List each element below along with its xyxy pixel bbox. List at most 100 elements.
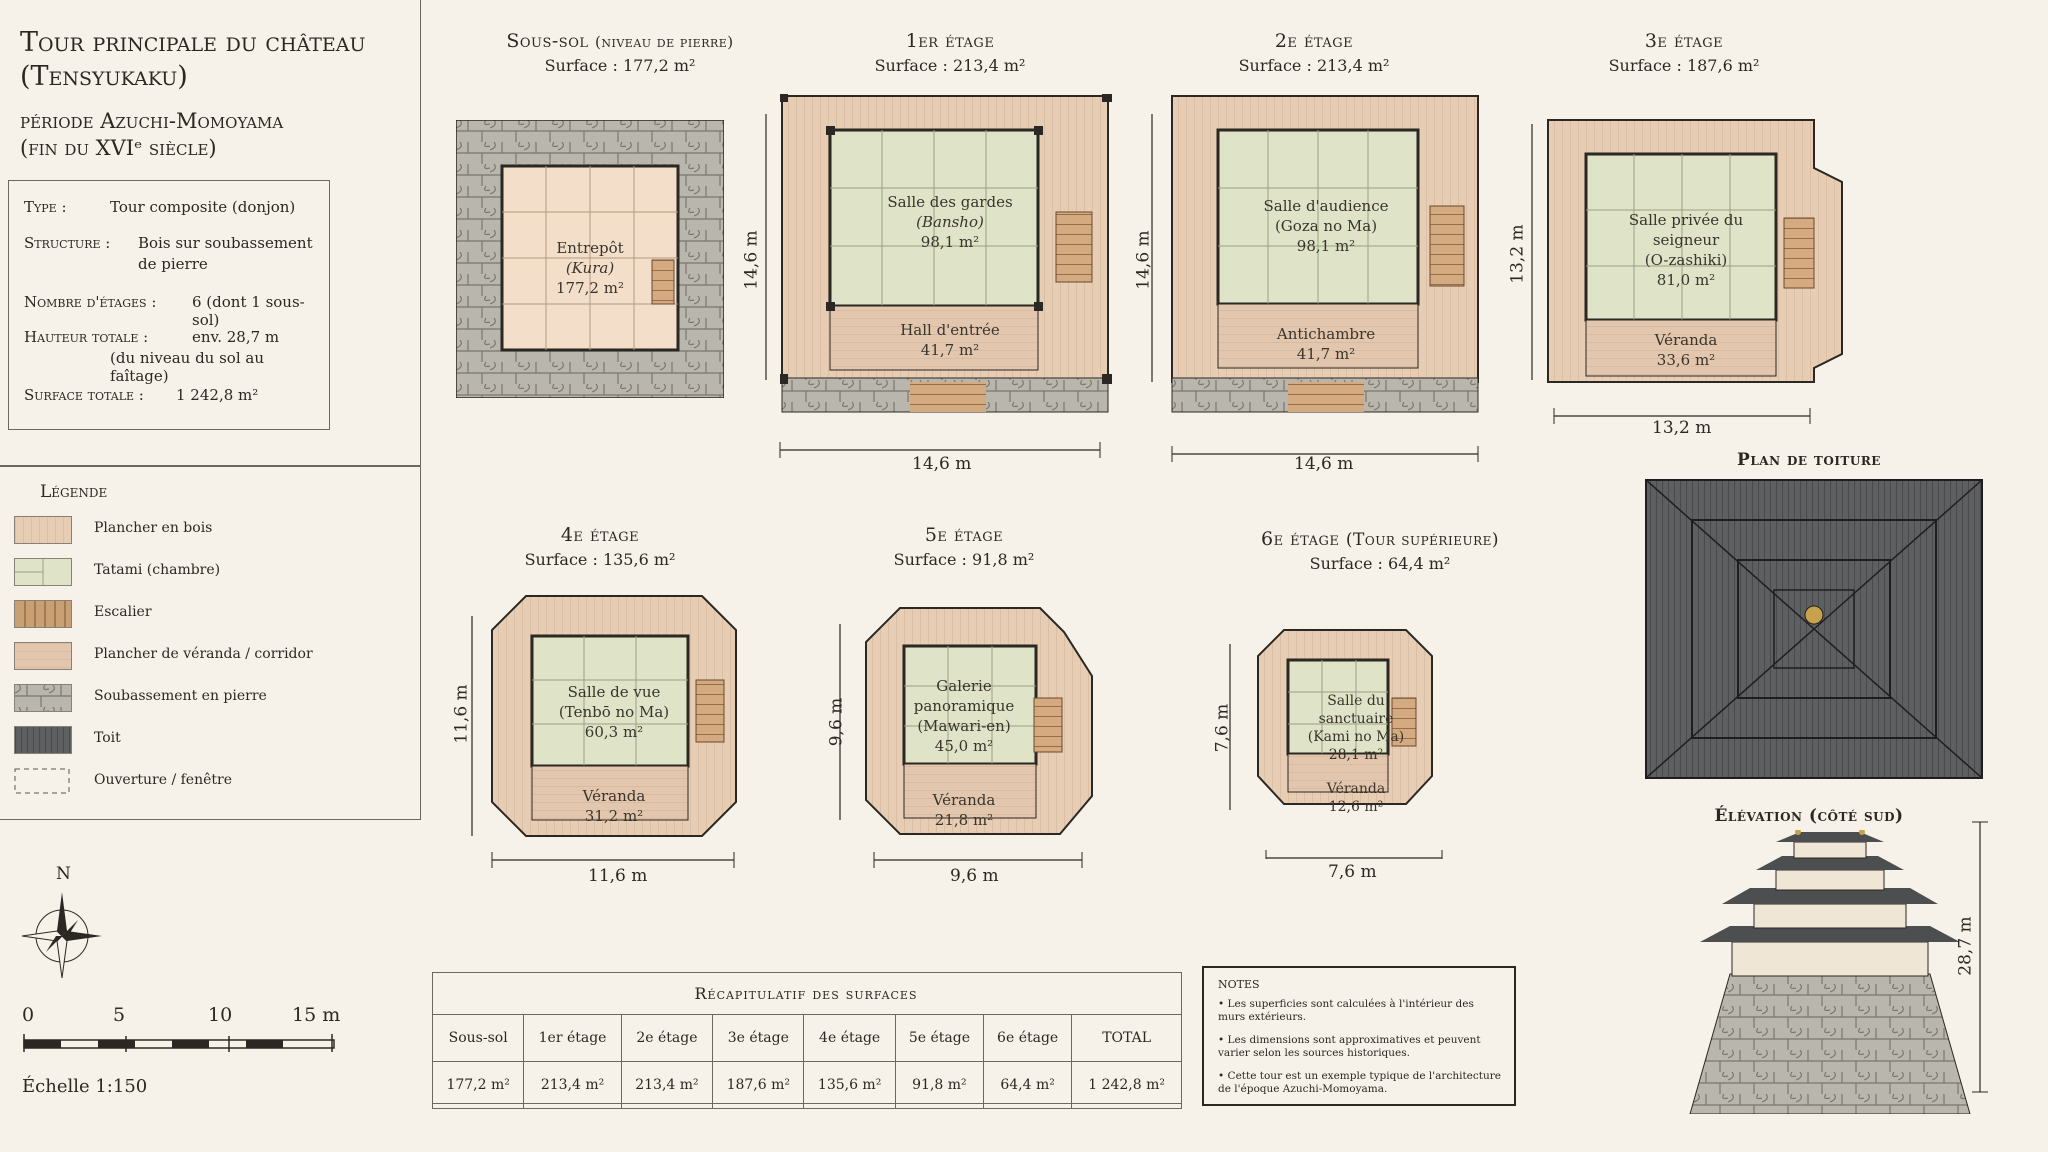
room-name: Salle du sanctuaire [1318, 693, 1394, 727]
table-header-cell: 2e étage [620, 1014, 714, 1062]
table-header-cell: 3e étage [712, 1014, 805, 1062]
room-name: seigneur [1652, 231, 1720, 249]
floor4-dim-width: 11,6 m [588, 866, 648, 886]
info-value: Tour composite (donjon) [110, 198, 296, 216]
room-area: 41,7 m² [920, 341, 980, 359]
floor3-plan [1547, 119, 1843, 383]
floor5-plan [865, 607, 1093, 835]
room-area: 98,1 m² [1296, 237, 1356, 255]
room-name: Galerie [936, 677, 992, 695]
info-value: env. 28,7 m [192, 328, 280, 346]
floor5-dim-lines [839, 624, 1083, 868]
info-key: Structure : [24, 234, 111, 252]
room-name: Salle d'audience [1263, 197, 1389, 215]
title-panel [0, 0, 421, 466]
room-area: 41,7 m² [1296, 345, 1356, 363]
floor3-dim-height: 13,2 m [1507, 224, 1528, 284]
floor2-surface: Surface : 213,4 m² [1238, 56, 1390, 75]
room-name: Entrepôt [556, 239, 624, 257]
info-key: Nombre d'étages : [24, 293, 157, 311]
room-jp-name: (Kami no Ma) [1307, 729, 1405, 745]
tatami-swatch [14, 558, 72, 586]
room-name: Salle privée du [1628, 211, 1744, 229]
notes-title: NOTES [1218, 978, 1260, 991]
floor2-dim-width: 14,6 m [1294, 454, 1354, 474]
room-area: 28,1 m² [1328, 747, 1384, 763]
opening-swatch [14, 768, 70, 794]
floor1-surface: Surface : 213,4 m² [874, 56, 1026, 75]
table-cell: 91,8 m² [894, 1061, 985, 1109]
room-area: 45,0 m² [934, 737, 994, 755]
floor6-room-label: Salle du sanctuaire (Kami no Ma) 28,1 m² [1288, 692, 1424, 764]
legend-label: Escalier [94, 604, 152, 620]
scale-tick-label: 5 [113, 1004, 126, 1026]
room-name: panoramique [913, 697, 1015, 715]
table-cell: 64,4 m² [983, 1061, 1073, 1109]
summary-title: Récapitulatif des surfaces [694, 984, 918, 1003]
note-item: • Les superficies sont calculées à l'int… [1218, 998, 1474, 1023]
info-panel [8, 180, 330, 430]
floor4-room-label: Salle de vue(Tenbō no Ma)60,3 m² [534, 682, 694, 742]
roof-title: Plan de toiture [1737, 450, 1881, 470]
table-header-cell: 1er étage [523, 1014, 622, 1062]
room-name: Antichambre [1276, 325, 1376, 343]
floor5-title: 5e étage [924, 524, 1004, 546]
floor2-room-label: Salle d'audience(Goza no Ma)98,1 m² [1246, 196, 1406, 256]
basement-surface: Surface : 177,2 m² [544, 56, 696, 75]
legend-label: Plancher en bois [94, 520, 213, 536]
note-text: Les superficies sont calculées à l'intér… [1218, 998, 1474, 1023]
note-item: • Les dimensions sont approximatives et … [1218, 1034, 1481, 1059]
floor4-hall-label: Véranda 31,2 m² [534, 786, 694, 826]
plan-title-text: Sous-sol [506, 30, 589, 52]
floor1-title: 1er étage [905, 30, 995, 52]
table-cell: 213,4 m² [620, 1061, 714, 1109]
floor3-dim-width: 13,2 m [1652, 418, 1712, 438]
page-subtitle: période Azuchi-Momoyama(fin du XVIᵉ sièc… [20, 109, 284, 160]
page-title: Tour principale du château(Tensyukaku) [20, 27, 366, 92]
floor3-surface: Surface : 187,6 m² [1608, 56, 1760, 75]
room-name: Véranda [582, 787, 646, 805]
room-area: 21,8 m² [934, 811, 994, 829]
floor6-dim-width: 7,6 m [1328, 862, 1377, 882]
floor4-dim-lines [471, 616, 735, 868]
legend-label: Soubassement en pierre [94, 688, 267, 704]
floor6-dim-lines [1229, 644, 1443, 859]
floor4-surface: Surface : 135,6 m² [524, 550, 676, 569]
table-header-cell: 6e étage [983, 1014, 1073, 1062]
stair-swatch [14, 600, 72, 628]
floor1-plan [780, 94, 1112, 413]
floor5-surface: Surface : 91,8 m² [893, 550, 1035, 569]
floor6-title: 6e étage (Tour supérieure) [1230, 528, 1530, 550]
floor1-dim-lines [765, 114, 1101, 458]
table-cell: 1 242,8 m² [1071, 1061, 1182, 1109]
legend-panel [0, 466, 421, 820]
compass-icon [21, 892, 102, 978]
scale-tick-label: 0 [22, 1004, 35, 1026]
room-area: 177,2 m² [556, 279, 624, 297]
info-key: Type : [24, 198, 67, 216]
floor3-title: 3e étage [1644, 30, 1724, 52]
basement-plan [456, 120, 724, 398]
scale-label: Échelle 1:150 [22, 1076, 148, 1097]
scale-bar-graphic [23, 1034, 335, 1052]
plan-title-small: (niveau de pierre) [595, 33, 734, 51]
floor1-dim-width: 14,6 m [912, 454, 972, 474]
notes-list: • Les superficies sont calculées à l'int… [1218, 998, 1504, 1106]
info-list: Type : Tour composite (donjon) Structure … [24, 198, 324, 418]
plan-title-text: 6e étage [1261, 528, 1340, 550]
room-name: Véranda [1654, 331, 1718, 349]
floor6-surface: Surface : 64,4 m² [1309, 554, 1451, 573]
table-header-cell: Sous-sol [431, 1014, 525, 1062]
scale-tick-label: 15 m [292, 1004, 341, 1026]
floor4-plan [491, 595, 737, 837]
room-area: 31,2 m² [584, 807, 644, 825]
legend-title: Légende [40, 482, 108, 502]
elevation-dim-line [1972, 821, 1988, 1093]
